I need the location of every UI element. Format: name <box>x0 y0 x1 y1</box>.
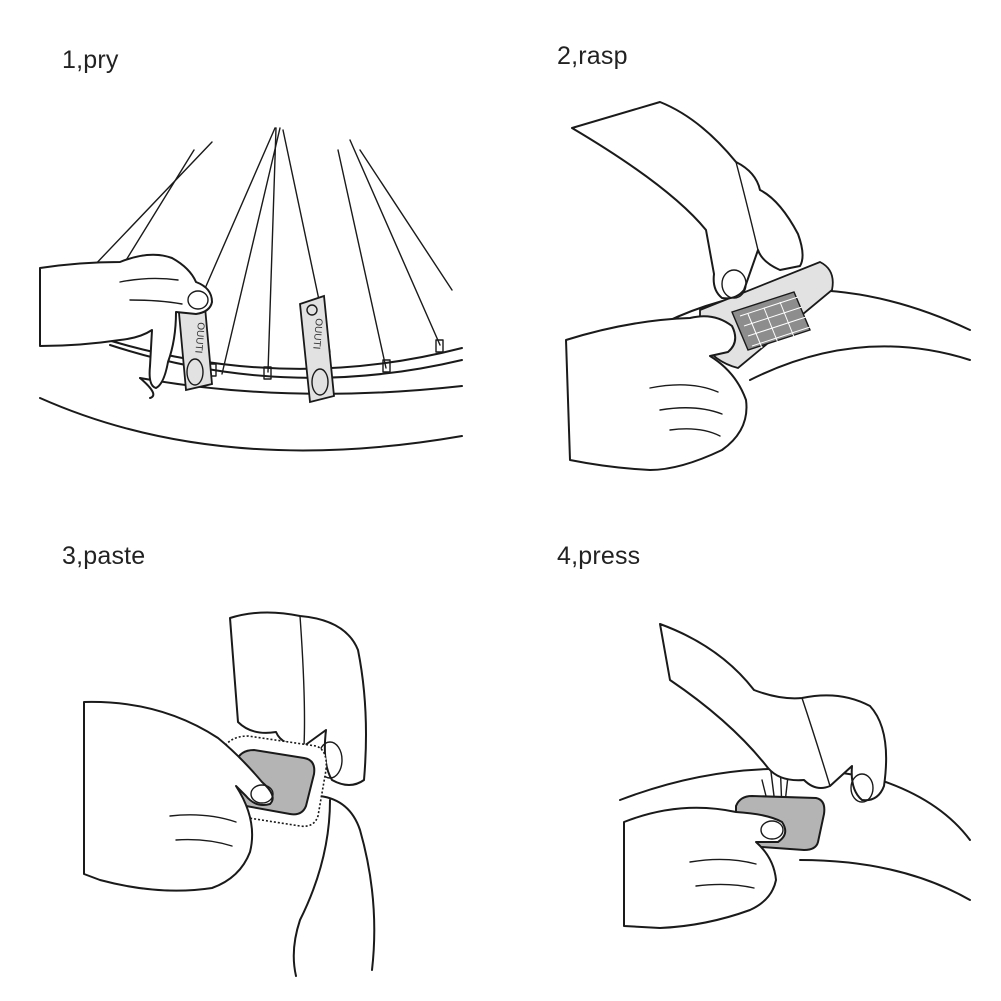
step-panel-paste: 3,paste <box>0 500 500 1000</box>
inner-tube <box>619 767 971 841</box>
step-panel-rasp: 2,rasp <box>500 0 1000 500</box>
step-label: 3,paste <box>62 542 146 570</box>
tire <box>39 397 463 452</box>
hand-icon <box>659 623 888 803</box>
lever-brand-text: OUUTI <box>192 322 206 354</box>
hand-icon <box>571 101 804 300</box>
svg-text:OUUTI: OUUTI <box>310 318 324 350</box>
step-panel-pry: 1,pry OUUTI <box>0 0 500 500</box>
hand-icon <box>565 315 748 471</box>
step-label: 4,press <box>557 542 641 570</box>
step-label: 1,pry <box>62 46 119 74</box>
hand-icon <box>623 806 787 929</box>
wheel-spokes-icon <box>89 127 453 380</box>
press-illustration <box>619 623 971 929</box>
tire-lever-icon: OUUTI <box>299 294 335 404</box>
wheel-rim <box>94 335 463 370</box>
step-panel-press: 4,press <box>500 500 1000 1000</box>
pry-illustration: OUUTI OUUTI <box>39 127 463 452</box>
rasp-illustration <box>565 101 971 471</box>
paste-illustration <box>83 611 376 977</box>
hand-icon <box>83 700 274 892</box>
hand-icon <box>39 253 213 389</box>
step-label: 2,rasp <box>557 42 628 70</box>
